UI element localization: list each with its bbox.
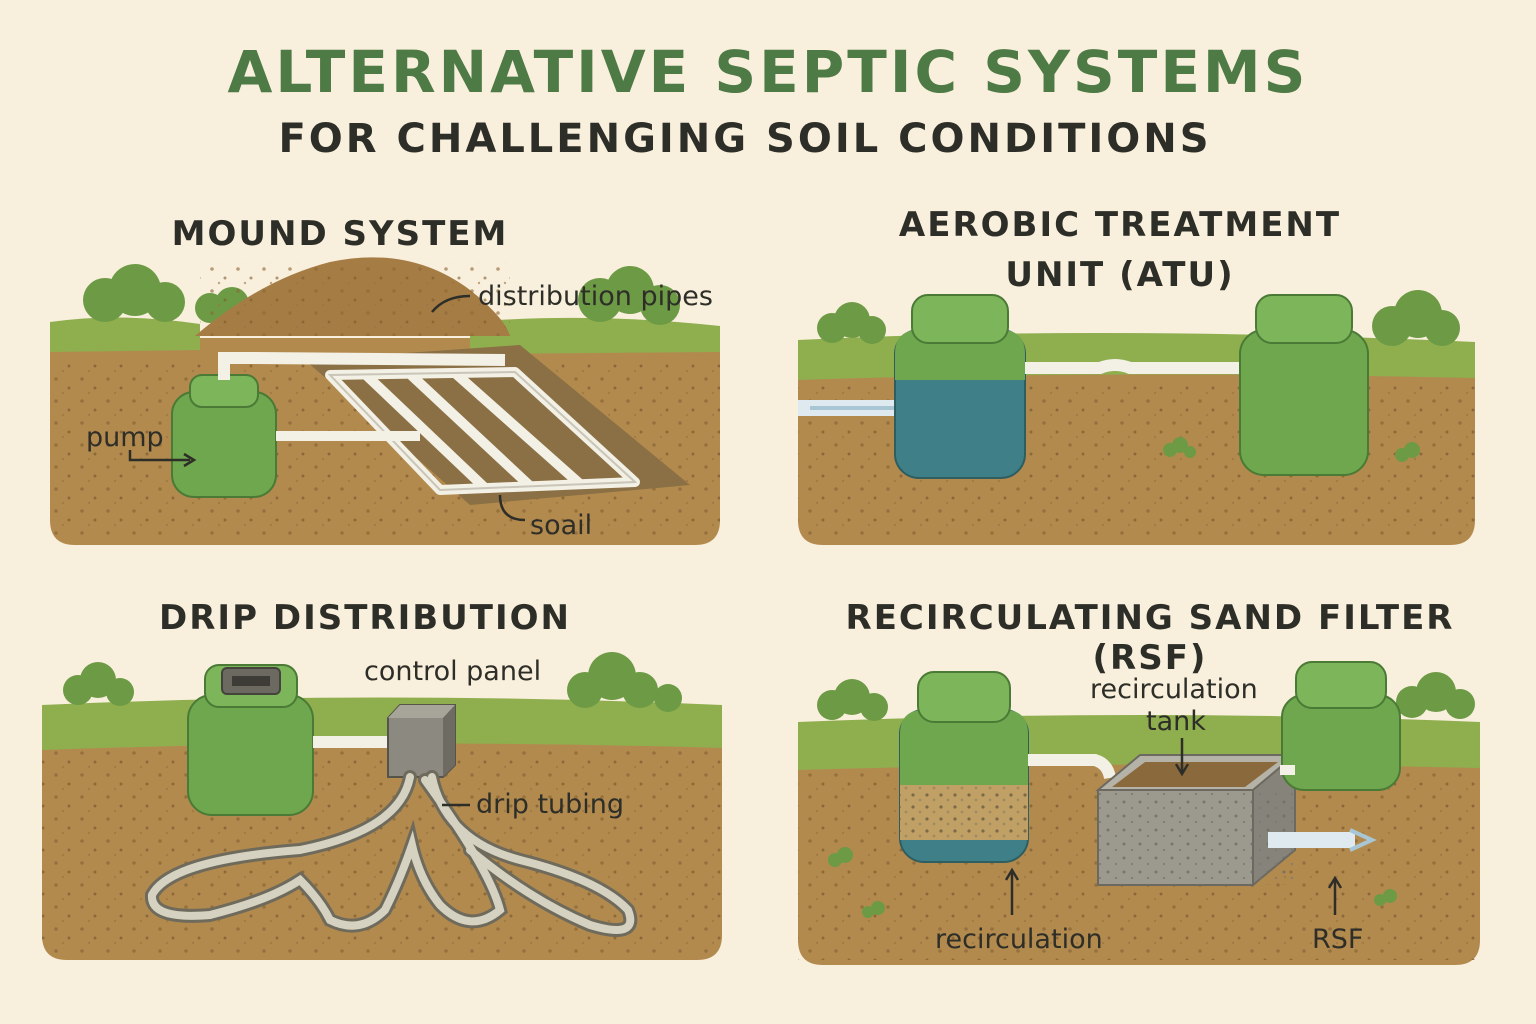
mound-grass-strip: [50, 317, 720, 354]
bush-icon: [578, 266, 680, 325]
atu-aerobic-tank: [894, 294, 1026, 479]
grass-tuft-icon: [828, 847, 1397, 918]
drip-distribution-panel: control panel drip tubing: [42, 652, 722, 960]
rsf-panel: recirculation tank recirculation RSF: [798, 661, 1480, 965]
drip-tubing-label: drip tubing: [476, 789, 624, 820]
bush-icon: [1396, 672, 1475, 719]
recirculation-tank-label-line2: tank: [1146, 706, 1206, 737]
control-panel-box: [387, 704, 456, 778]
atu-secondary-tank: [1239, 294, 1369, 476]
pump-label: pump: [86, 422, 164, 453]
atu-panel: [798, 290, 1475, 545]
distribution-pipes-label: distribution pipes: [478, 281, 713, 312]
mound-trench-bed: [305, 345, 690, 505]
sand-filter-concrete-box: [1095, 752, 1298, 888]
bush-icon: [63, 662, 134, 706]
atu-heading-line2: UNIT (ATU): [1005, 255, 1235, 295]
soil-label: soail: [530, 510, 592, 541]
pump-riser-pipe: [218, 352, 506, 380]
drip-dosing-tank: [187, 664, 314, 816]
mound-system-heading: MOUND SYSTEM: [171, 214, 509, 254]
distribution-pipes-leader: [431, 294, 471, 313]
recirculation-tank-label-line1: recirculation: [1090, 674, 1258, 705]
grass-tuft-icon: [1163, 437, 1420, 462]
pump-tank: [171, 374, 277, 498]
rsf-label: RSF: [1312, 924, 1363, 955]
rsf-layered-tank: [899, 671, 1029, 863]
control-panel-label: control panel: [364, 656, 541, 687]
bush-icon: [567, 652, 682, 712]
atu-heading-line1: AEROBIC TREATMENT: [898, 205, 1342, 245]
page-subtitle: FOR CHALLENGING SOIL CONDITIONS: [278, 116, 1212, 162]
rsf-heading: RECIRCULATING SAND FILTER (RSF): [845, 598, 1455, 678]
page-title: ALTERNATIVE SEPTIC SYSTEMS: [227, 38, 1309, 106]
soil-leader: [498, 494, 526, 522]
atu-connecting-pipe: [1025, 359, 1245, 374]
drip-tubing-loops: [145, 770, 638, 937]
recirculation-label: recirculation: [935, 924, 1103, 955]
rsf-right-tank: [1281, 661, 1401, 791]
atu-heading: AEROBIC TREATMENT UNIT (ATU): [870, 200, 1370, 300]
drip-distribution-heading: DRIP DISTRIBUTION: [159, 598, 571, 638]
bush-icon: [817, 679, 888, 721]
bush-icon: [817, 302, 886, 344]
pump-leader-arrow: [128, 450, 190, 462]
mound-system-panel: distribution pipes pump soail: [50, 257, 720, 545]
bush-icon: [1372, 290, 1460, 346]
